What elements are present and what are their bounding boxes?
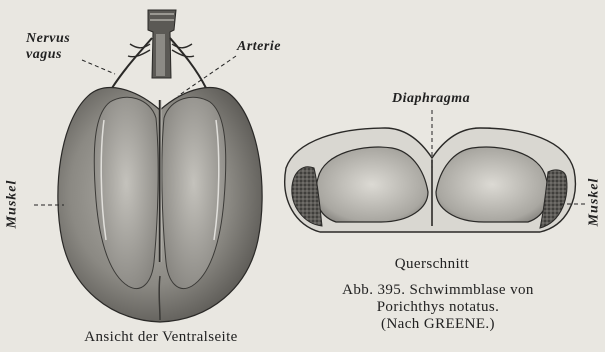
ventral-view-drawing xyxy=(58,10,262,322)
label-muskel-right: Muskel xyxy=(586,178,602,227)
label-arterie: Arterie xyxy=(237,40,281,54)
caption-line-2: Porichthys notatus. xyxy=(318,300,558,315)
label-diaphragma: Diaphragma xyxy=(392,92,470,106)
caption-line-3: (Nach GREENE.) xyxy=(318,317,558,332)
label-querschnitt: Querschnitt xyxy=(385,257,479,272)
label-vagus: vagus xyxy=(26,48,62,62)
bottom-caption: Ansicht der Ventralseite xyxy=(36,330,286,345)
label-nervus: Nervus xyxy=(26,32,70,46)
cross-section-drawing xyxy=(285,128,576,232)
caption-line-1: Abb. 395. Schwimmblase von xyxy=(318,283,558,298)
label-muskel-left: Muskel xyxy=(4,180,20,229)
leader-line-nervus-vagus xyxy=(82,60,115,74)
